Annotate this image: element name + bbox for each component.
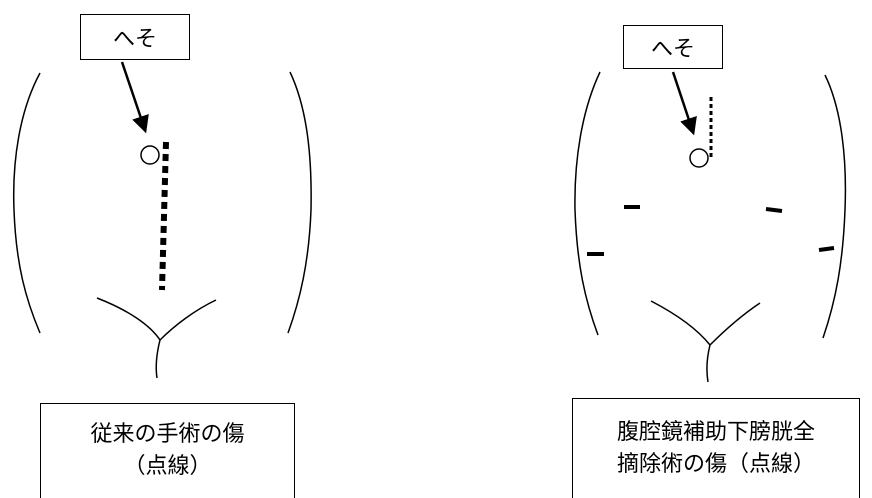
right-caption-box: 腹腔鏡補助下膀胱全 摘除術の傷（点線） <box>572 398 860 498</box>
right-groin-center-line <box>706 344 711 383</box>
left-caption-line2: （点線） <box>123 454 212 479</box>
right-groin-right-line <box>709 302 761 346</box>
right-caption-line2: 摘除術の傷（点線） <box>616 451 815 477</box>
left-navel-arrow <box>120 61 149 134</box>
right-abdomen-left-side <box>574 71 601 336</box>
right-groin-left-line <box>650 300 711 346</box>
left-incision-dotted-line <box>159 141 169 291</box>
left-navel-circle <box>140 145 160 165</box>
left-caption-line1: 従来の手術の傷 <box>90 422 245 447</box>
right-port-incision-upper-right <box>765 207 783 213</box>
right-navel-circle <box>689 148 709 168</box>
right-abdomen-outline <box>574 71 847 383</box>
right-port-incision-lower-right <box>818 246 835 252</box>
left-abdomen-left-side <box>12 72 41 334</box>
left-groin-right-line <box>159 299 217 341</box>
left-caption-box: 従来の手術の傷 （点線） <box>40 403 295 498</box>
right-navel-label: へそ <box>650 37 695 62</box>
left-navel-label-box: へそ <box>80 14 190 60</box>
left-abdomen-right-side <box>287 71 312 334</box>
left-navel-label: へそ <box>112 27 157 52</box>
right-navel-arrow <box>671 71 697 136</box>
right-caption-line1: 腹腔鏡補助下膀胱全 <box>616 419 815 445</box>
right-abdomen-right-side <box>822 74 847 339</box>
left-groin-left-line <box>96 297 161 341</box>
left-abdomen-outline <box>12 71 312 379</box>
left-groin-center-line <box>155 339 161 379</box>
right-navel-label-box: へそ <box>623 25 723 69</box>
